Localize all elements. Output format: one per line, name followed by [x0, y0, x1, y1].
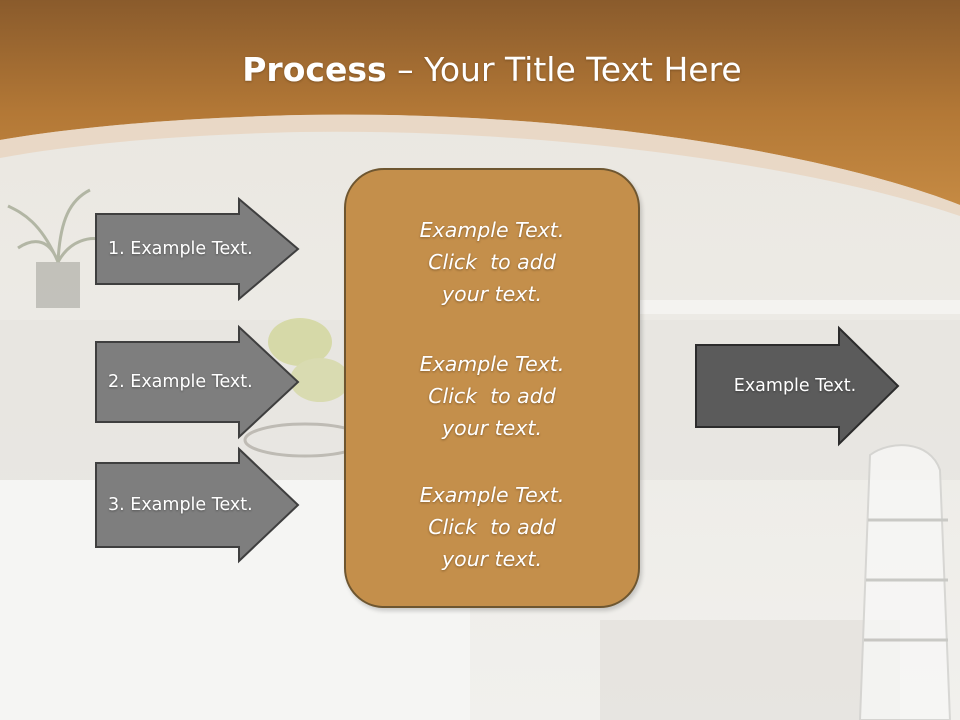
- chair-decoration: [858, 444, 952, 720]
- center-paragraph-3: Example Text. Click to add your text.: [346, 479, 638, 575]
- left-arrow-2-label: 2. Example Text.: [108, 372, 253, 392]
- right-arrow[interactable]: Example Text.: [695, 325, 900, 447]
- arrow-shape: [695, 325, 900, 447]
- right-arrow-label: Example Text.: [733, 376, 857, 396]
- arrow-shape: [95, 324, 300, 440]
- left-arrow-1-label: 1. Example Text.: [108, 239, 253, 259]
- center-line: your text.: [442, 416, 542, 440]
- title-bold: Process: [242, 50, 387, 89]
- center-paragraph-1: Example Text. Click to add your text.: [346, 214, 638, 310]
- center-line: your text.: [442, 282, 542, 306]
- arrow-shape: [95, 196, 300, 302]
- center-line: Example Text.: [419, 352, 565, 376]
- center-line: Example Text.: [419, 483, 565, 507]
- arrow-shape: [95, 446, 300, 564]
- left-arrow-1[interactable]: 1. Example Text.: [95, 196, 300, 302]
- center-line: Click to add: [428, 250, 556, 274]
- center-line: your text.: [442, 547, 542, 571]
- plant-decoration: [7, 188, 105, 308]
- slide-title: Process – Your Title Text Here: [0, 50, 960, 89]
- left-arrow-2[interactable]: 2. Example Text.: [95, 324, 300, 440]
- center-line: Click to add: [428, 515, 556, 539]
- center-content-box[interactable]: Example Text. Click to add your text. Ex…: [344, 168, 640, 608]
- title-rest: – Your Title Text Here: [386, 50, 742, 89]
- center-paragraph-2: Example Text. Click to add your text.: [346, 348, 638, 444]
- left-arrow-3-label: 3. Example Text.: [108, 495, 253, 515]
- center-line: Click to add: [428, 384, 556, 408]
- center-line: Example Text.: [419, 218, 565, 242]
- left-arrow-3[interactable]: 3. Example Text.: [95, 446, 300, 564]
